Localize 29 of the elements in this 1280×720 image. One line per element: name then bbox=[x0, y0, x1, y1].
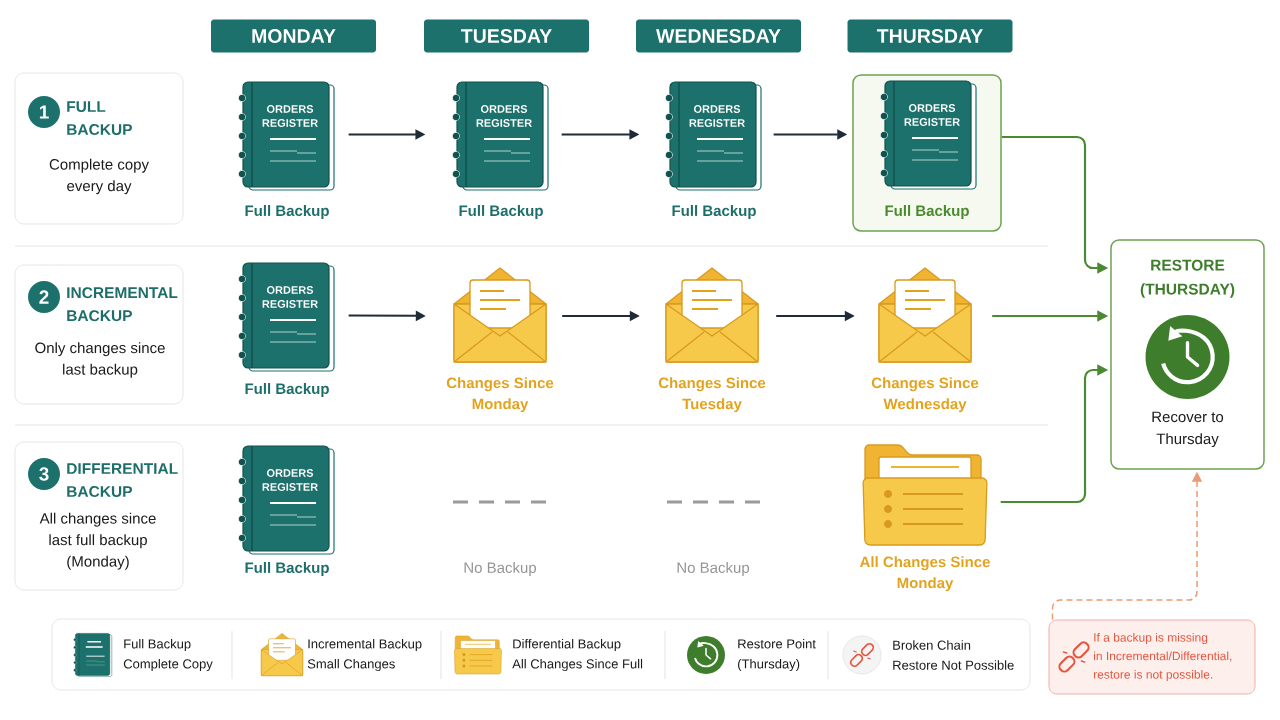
book-cover: ORDERS REGISTER bbox=[880, 80, 977, 190]
book-cover: ORDERS REGISTER bbox=[238, 445, 335, 555]
book-cover: ORDERS REGISTER bbox=[452, 81, 549, 191]
legend-text: Incremental Backup Small Changes bbox=[307, 638, 422, 672]
item-caption: Full Backup bbox=[245, 383, 329, 397]
item-caption: Full Backup bbox=[245, 205, 329, 219]
node-label: RESTORE (THURSDAY) bbox=[1140, 259, 1235, 298]
day-header: TUESDAY bbox=[424, 19, 589, 53]
status-text: No Backup bbox=[464, 562, 537, 576]
legend-text: Full Backup Complete Copy bbox=[123, 638, 213, 672]
item-caption: Full Backup bbox=[672, 205, 756, 219]
book-cover: ORDERS REGISTER bbox=[238, 262, 335, 372]
item-caption: Changes Since Monday bbox=[446, 377, 554, 413]
day-header: THURSDAY bbox=[847, 19, 1013, 53]
item-caption: Changes Since Wednesday bbox=[871, 377, 979, 413]
item-caption: Changes Since Tuesday bbox=[658, 377, 766, 413]
node-label: Recover to Thursday bbox=[1152, 411, 1224, 448]
item-caption: All Changes Since Monday bbox=[859, 556, 990, 592]
book-cover: ORDERS REGISTER bbox=[238, 81, 335, 191]
legend-text: Restore Point (Thursday) bbox=[738, 638, 816, 672]
item-caption: Full Backup bbox=[459, 205, 543, 219]
day-header: WEDNESDAY bbox=[636, 19, 801, 53]
status-text: No Backup bbox=[677, 562, 750, 576]
legend-text: Differential Backup All Changes Since Full bbox=[512, 638, 643, 672]
warning-note: If a backup is missing in Incremental/Differential, restore is not possible. bbox=[1048, 619, 1256, 695]
book-cover: ORDERS REGISTER bbox=[665, 81, 762, 191]
legend-text: Broken Chain Restore Not Possible bbox=[893, 640, 1014, 670]
item-caption: Full Backup bbox=[245, 562, 329, 576]
day-header: MONDAY bbox=[211, 19, 376, 53]
